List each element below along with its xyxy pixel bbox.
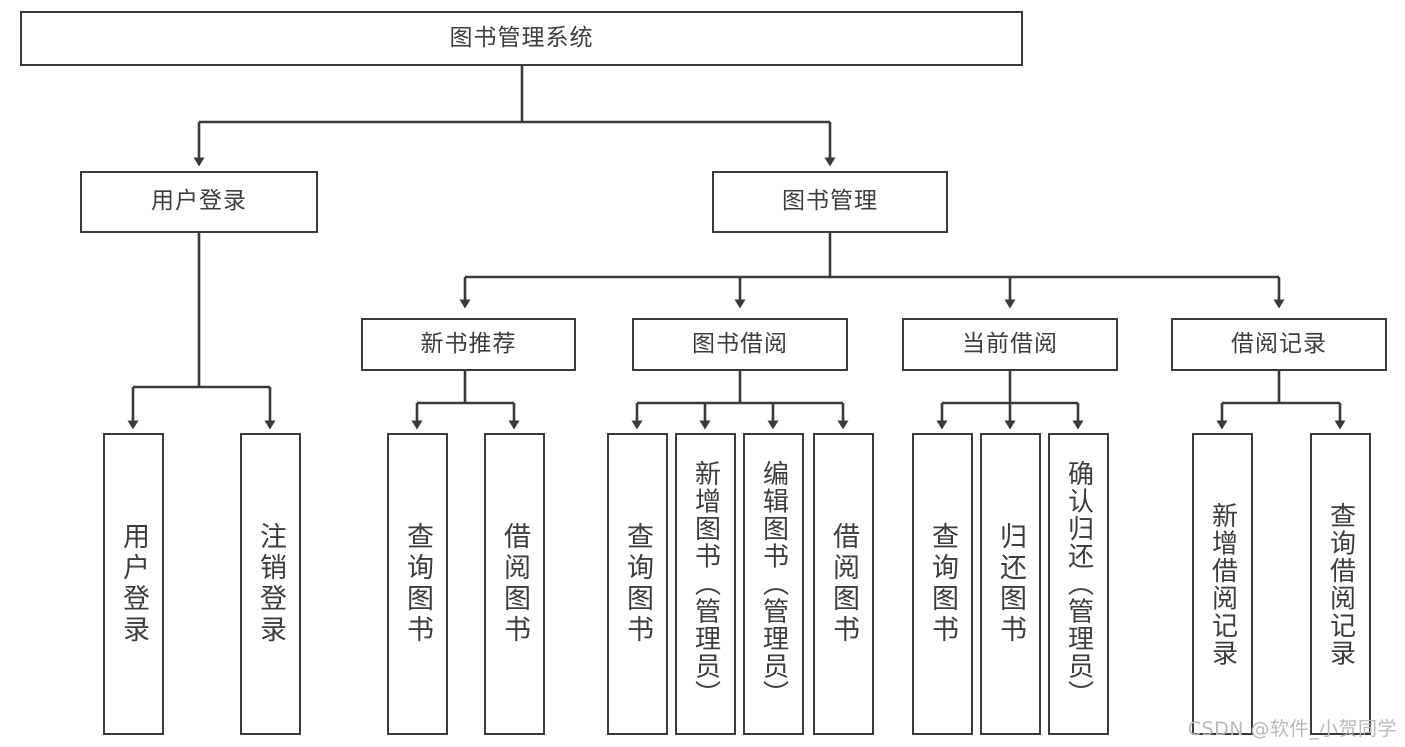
node-label: 归还图书 [995, 522, 1026, 646]
node-label: 图书借阅 [692, 330, 788, 357]
node-book-borrow[interactable]: 图书借阅 [632, 318, 848, 371]
node-user-login[interactable]: 用户登录 [80, 171, 318, 233]
leaf-query-borrow-record[interactable]: 查询借阅记录 [1310, 433, 1371, 735]
leaf-query-book-1[interactable]: 查询图书 [387, 433, 448, 735]
leaf-add-borrow-record[interactable]: 新增借阅记录 [1192, 433, 1253, 735]
node-label: 编辑图书（管理员） [758, 460, 789, 708]
node-book-management[interactable]: 图书管理 [712, 171, 948, 233]
leaf-return-book[interactable]: 归还图书 [980, 433, 1041, 735]
leaf-user-login-action[interactable]: 用户登录 [103, 433, 164, 735]
node-new-book-recommend[interactable]: 新书推荐 [361, 318, 576, 371]
node-label: 注销登录 [255, 522, 286, 646]
node-label: 借阅记录 [1231, 330, 1327, 357]
node-current-borrow[interactable]: 当前借阅 [902, 318, 1118, 371]
node-label: 查询图书 [927, 522, 958, 646]
node-root-system[interactable]: 图书管理系统 [20, 11, 1023, 66]
node-label: 新增借阅记录 [1207, 501, 1238, 667]
node-label: 查询图书 [622, 522, 653, 646]
node-label: 图书管理系统 [449, 24, 594, 51]
leaf-query-book-3[interactable]: 查询图书 [912, 433, 973, 735]
node-label: 当前借阅 [962, 330, 1058, 357]
node-borrow-record[interactable]: 借阅记录 [1171, 318, 1387, 371]
leaf-confirm-return-admin[interactable]: 确认归还（管理员） [1048, 433, 1109, 735]
node-label: 查询图书 [402, 522, 433, 646]
leaf-logout-action[interactable]: 注销登录 [240, 433, 301, 735]
node-label: 查询借阅记录 [1325, 501, 1356, 667]
node-label: 借阅图书 [828, 522, 859, 646]
csdn-watermark: CSDN @软件_小贺同学 [1187, 718, 1397, 740]
leaf-borrow-book-2[interactable]: 借阅图书 [813, 433, 874, 735]
node-label: 新书推荐 [420, 330, 517, 357]
leaf-edit-book-admin[interactable]: 编辑图书（管理员） [743, 433, 804, 735]
leaf-borrow-book-1[interactable]: 借阅图书 [484, 433, 545, 735]
node-label: 用户登录 [151, 188, 247, 215]
leaf-query-book-2[interactable]: 查询图书 [607, 433, 668, 735]
node-label: 用户登录 [118, 522, 149, 646]
node-label: 新增图书（管理员） [690, 460, 721, 708]
node-label: 图书管理 [782, 188, 878, 215]
node-label: 借阅图书 [499, 522, 530, 646]
leaf-add-book-admin[interactable]: 新增图书（管理员） [675, 433, 736, 735]
node-label: 确认归还（管理员） [1063, 460, 1094, 708]
